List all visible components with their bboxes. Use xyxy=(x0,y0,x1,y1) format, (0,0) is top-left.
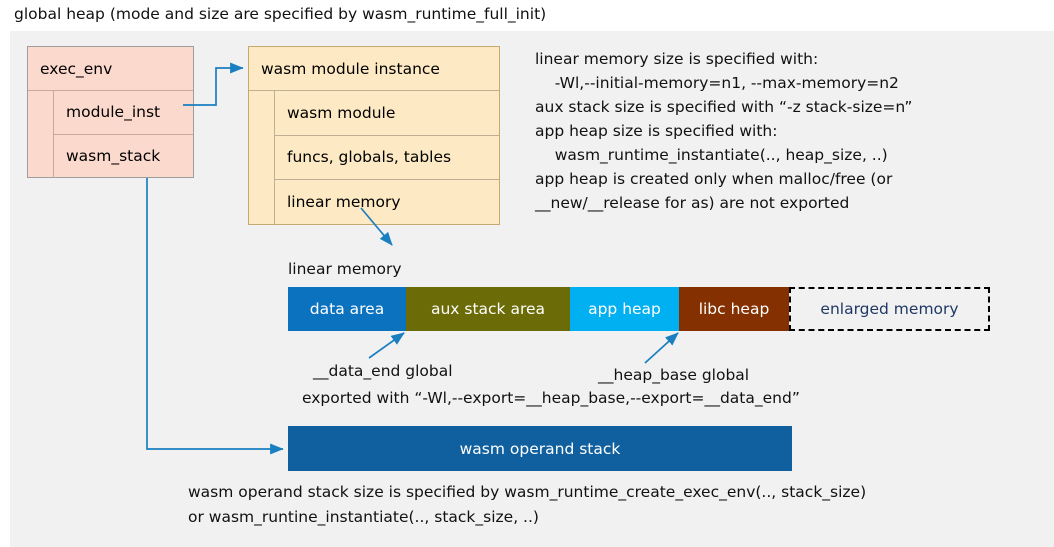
annotation-data-end: __data_end global xyxy=(313,362,453,380)
memory-segment-aux-stack-area: aux stack area xyxy=(406,287,570,331)
wasm-module-instance-fields: wasm module funcs, globals, tables linea… xyxy=(275,91,499,225)
memory-segment-libc-heap: libc heap xyxy=(679,287,789,331)
exec-env-struct: exec_env module_inst wasm_stack xyxy=(27,46,194,178)
wasm-module-instance-struct: wasm module instance wasm module funcs, … xyxy=(248,46,500,225)
field-linear-memory: linear memory xyxy=(287,193,401,212)
field-wasm-module: wasm module xyxy=(275,91,499,136)
annotation-heap-base: __heap_base global xyxy=(598,366,750,384)
exec-env-header: exec_env xyxy=(28,47,193,91)
exec-env-field-wasm-stack: wasm_stack xyxy=(66,147,161,166)
wasm-module-instance-header: wasm module instance xyxy=(249,47,499,91)
memory-segment-app-heap: app heap xyxy=(570,287,679,331)
linear-memory-label: linear memory xyxy=(288,260,402,278)
exec-env-gutter xyxy=(28,91,54,178)
memory-configuration-description: linear memory size is specified with: -W… xyxy=(535,50,913,212)
diagram-title: global heap (mode and size are specified… xyxy=(14,5,547,23)
exec-env-body: module_inst wasm_stack xyxy=(28,91,193,178)
wasm-operand-stack-bar: wasm operand stack xyxy=(288,426,792,471)
field-funcs-globals-tables: funcs, globals, tables xyxy=(275,136,499,181)
wasm-module-instance-gutter xyxy=(249,91,275,225)
wasm-module-instance-body: wasm module funcs, globals, tables linea… xyxy=(249,91,499,225)
memory-segment-data-area: data area xyxy=(288,287,406,331)
annotation-exported-with: exported with “-Wl,--export=__heap_base,… xyxy=(302,389,800,407)
operand-stack-note: wasm operand stack size is specified by … xyxy=(188,483,867,526)
exec-env-field-module-inst: module_inst xyxy=(54,91,193,135)
memory-segment-enlarged-memory: enlarged memory xyxy=(789,287,990,331)
exec-env-fields: module_inst wasm_stack xyxy=(54,91,193,178)
